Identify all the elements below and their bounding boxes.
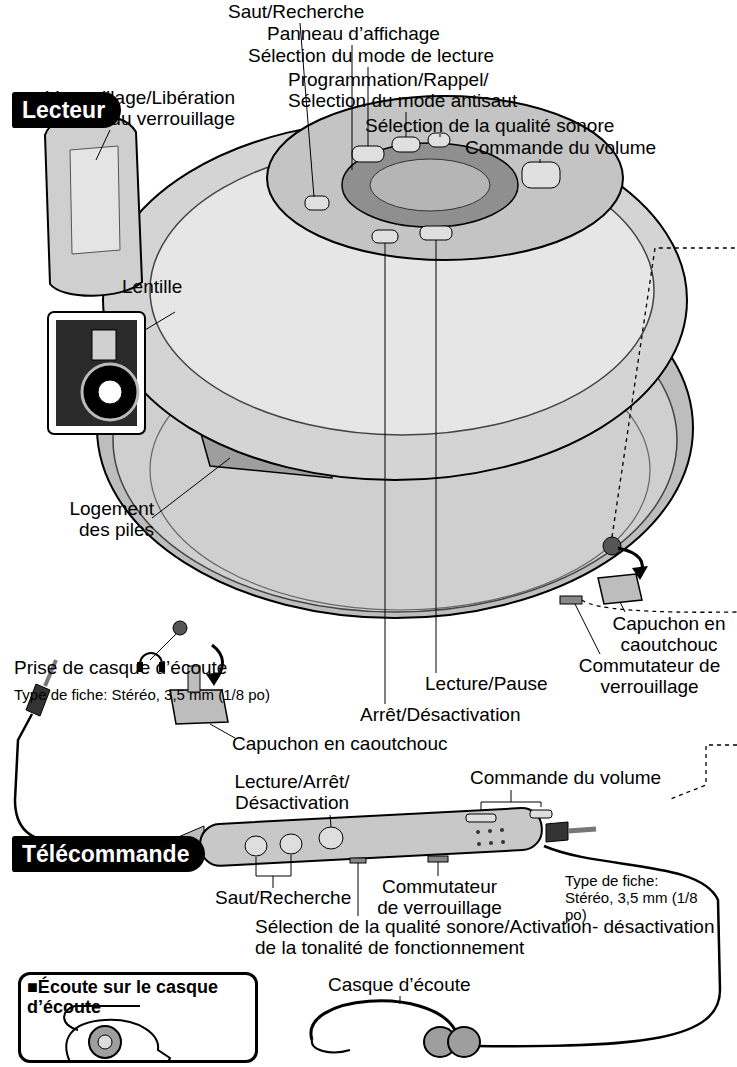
lock-tab — [45, 114, 142, 295]
remote-body — [199, 807, 543, 867]
part-label: Lecture/Arrêt/ Désactivation — [212, 771, 372, 813]
play-button — [420, 226, 452, 240]
bracket-line — [256, 855, 291, 888]
leader-line — [152, 458, 230, 518]
lens-inset — [48, 312, 145, 434]
leader-line — [540, 159, 541, 163]
leader-line — [620, 602, 625, 612]
remote-volume-button — [466, 814, 496, 822]
ear-cup — [448, 1027, 480, 1057]
part-label: Sélection de la qualité sonore/Activatio… — [255, 916, 737, 958]
part-label: Logement des piles — [44, 498, 154, 540]
section-title: Lecteur — [22, 97, 105, 123]
bracket-line — [481, 790, 541, 811]
program-button — [392, 137, 420, 152]
volume-control — [522, 162, 560, 188]
ear-cup — [98, 1035, 112, 1049]
part-label: Commutateur de verrouillage — [372, 876, 507, 918]
control-panel — [267, 96, 623, 260]
stop-button — [372, 230, 398, 243]
remote-jack — [603, 537, 621, 555]
part-label: Prise de casque d’écoute — [14, 657, 227, 678]
headphone-jack — [173, 621, 187, 635]
leader-line — [330, 815, 331, 827]
leader-line — [575, 604, 600, 654]
part-label: Commutateur de verrouillage — [562, 655, 737, 697]
lens-housing — [56, 320, 137, 426]
spec-note: Type de fiche: Stéréo, 3,5 mm (1/8 po) — [14, 686, 270, 703]
inset-box: ■Écoute sur le casque d’écoute — [18, 972, 258, 1063]
leader-line — [145, 312, 175, 330]
head-outline — [66, 1020, 170, 1062]
play-mode-button — [352, 146, 384, 162]
section-tab: Lecteur — [12, 92, 121, 128]
lens — [98, 380, 122, 404]
leader-line — [436, 240, 437, 673]
lock-tab-face — [70, 146, 120, 254]
display-window — [370, 159, 490, 211]
leader-line — [150, 634, 176, 660]
spec-note: Type de fiche: Stéréo, 3,5 mm (1/8 po) — [565, 872, 700, 923]
remote-skip-button — [245, 836, 267, 856]
remote-volume-button — [530, 810, 552, 818]
leader-line — [358, 863, 359, 916]
section-title: Télécommande — [22, 841, 189, 867]
leader-line — [385, 243, 386, 704]
lens-ring — [82, 364, 138, 420]
part-label: Lentille — [122, 276, 182, 297]
remote-plug-tip — [568, 829, 596, 831]
leader-line — [400, 996, 401, 1004]
part-label: Arrêt/Désactivation — [360, 704, 521, 725]
speaker-hole — [488, 829, 492, 833]
part-label: Programmation/Rappel/ Sélection du mode … — [288, 69, 563, 111]
part-label: Saut/Recherche — [228, 1, 364, 22]
part-label: Commande du volume — [470, 767, 661, 788]
part-label: Saut/Recherche — [215, 887, 351, 908]
remote-plug — [546, 822, 568, 842]
leader-line — [438, 862, 439, 876]
inset-heading: ■Écoute sur le casque d’écoute — [27, 977, 257, 1017]
remote-skip-button — [280, 834, 302, 854]
part-label: Commande du volume — [465, 137, 656, 158]
open-arrow-head — [632, 566, 648, 580]
lens-mount — [92, 330, 116, 360]
headband — [312, 1040, 350, 1052]
speaker-hole — [476, 830, 480, 834]
rubber-cap — [598, 574, 642, 604]
remote-play-button — [319, 827, 343, 849]
speaker-hole — [477, 842, 481, 846]
remote-cable — [15, 714, 176, 842]
part-label: Panneau d’affichage — [267, 23, 440, 44]
part-label: Sélection de la qualité sonore — [365, 115, 614, 136]
leader-line — [210, 724, 235, 738]
part-label: Capuchon en caoutchouc — [232, 733, 448, 754]
lock-switch — [560, 596, 582, 604]
part-label: Sélection du mode de lecture — [248, 45, 494, 66]
part-label: Capuchon en caoutchouc — [605, 613, 733, 655]
part-label: Casque d’écoute — [328, 974, 471, 995]
speaker-hole — [500, 828, 504, 832]
skip-button — [305, 196, 329, 210]
dashed-leader — [612, 248, 737, 537]
speaker-hole — [489, 841, 493, 845]
ear-cup — [89, 1026, 121, 1058]
dashed-leader — [668, 745, 737, 800]
part-label: Lecture/Pause — [425, 673, 548, 694]
dashed-leader — [582, 600, 737, 612]
remote-lock-switch — [428, 856, 448, 862]
section-tab: Télécommande — [12, 836, 205, 872]
speaker-hole — [501, 840, 505, 844]
leader-line — [96, 130, 110, 160]
remote-sound-button — [350, 858, 366, 863]
